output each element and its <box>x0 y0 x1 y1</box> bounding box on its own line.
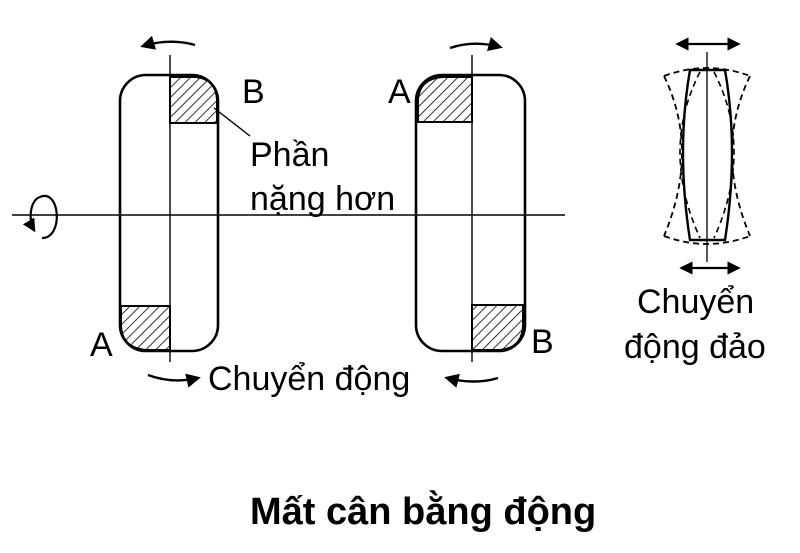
heavier-part-label-line2: nặng hơn <box>250 180 395 218</box>
left-wheel <box>118 55 220 362</box>
arrow-right-wheel-bottom <box>444 373 499 388</box>
heavy-part-top-left-wheel <box>169 76 218 124</box>
heavier-part-leader <box>213 107 251 137</box>
label-left-wheel-bottom: A <box>90 326 113 364</box>
motion-label: Chuyển động <box>208 360 410 398</box>
label-right-wheel-top: A <box>388 73 411 111</box>
heavier-part-label-line1: Phần <box>250 136 329 174</box>
rotation-icon <box>22 194 58 240</box>
wobble-label-line1: Chuyển <box>637 283 754 321</box>
label-left-wheel-top: B <box>242 73 265 111</box>
right-wheel <box>414 55 527 362</box>
wobble-label-line2: động đảo <box>624 328 766 366</box>
heavy-part-top-right-wheel <box>417 76 473 123</box>
arrow-right-wheel-top <box>449 37 503 51</box>
arrow-left-wheel-top <box>140 35 196 50</box>
arrow-left-wheel-bottom <box>147 373 201 388</box>
wobble-figure <box>663 52 751 262</box>
heavy-part-bottom-left-wheel <box>120 305 171 351</box>
label-right-wheel-bottom: B <box>531 323 554 361</box>
diagram-title: Mất cân bằng động <box>250 489 596 533</box>
heavy-part-bottom-right-wheel <box>471 304 524 351</box>
